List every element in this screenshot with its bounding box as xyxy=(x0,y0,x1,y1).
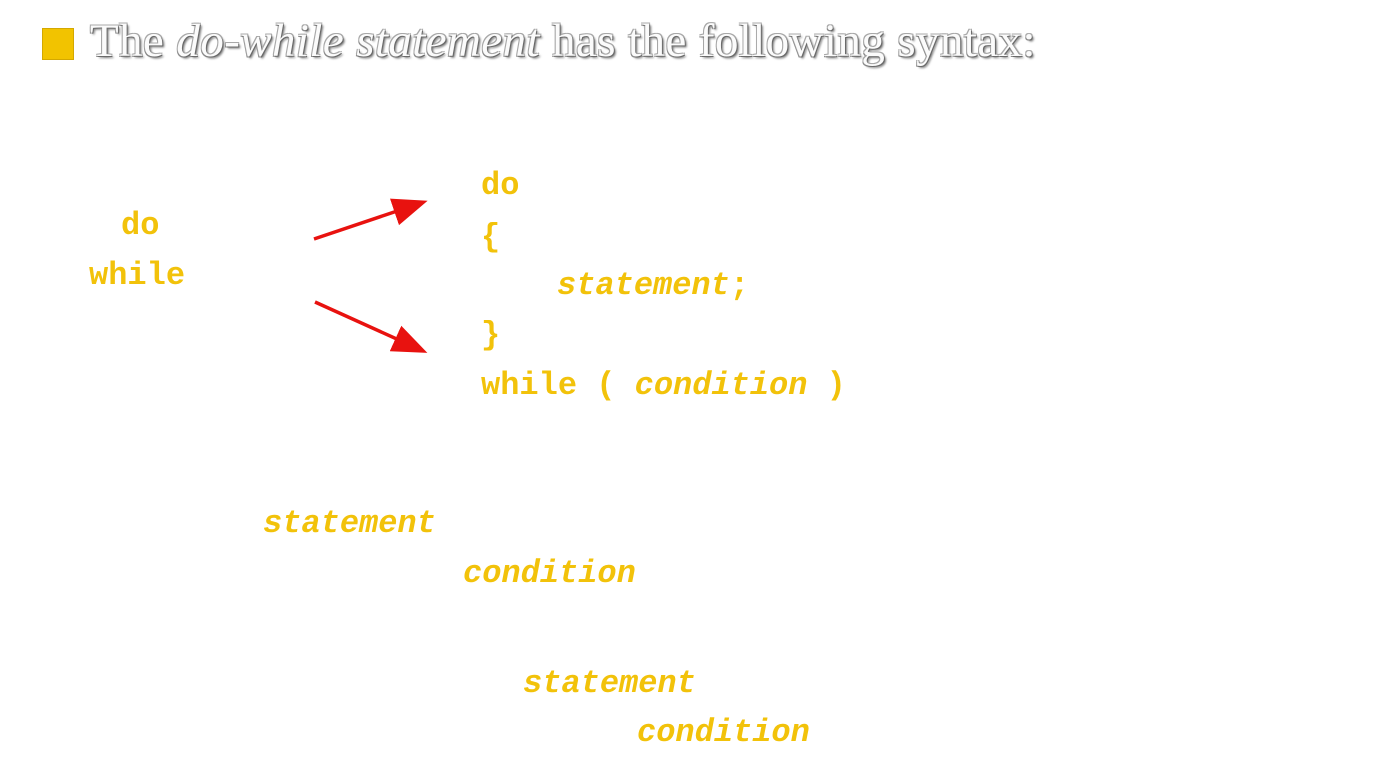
syntax-while-line: while ( condition ) xyxy=(481,370,846,402)
heading-prefix: The xyxy=(90,15,177,67)
syntax-close-brace: } xyxy=(481,317,501,354)
heading-suffix: has the following syntax: xyxy=(539,15,1036,67)
syntax-paren-close: ) xyxy=(807,367,846,404)
syntax-paren-open: ( xyxy=(577,367,635,404)
note-statement-2: statement xyxy=(523,665,696,702)
left-keyword-while: while xyxy=(89,257,186,294)
arrow-icon xyxy=(314,300,428,353)
heading-italic: do-while statement xyxy=(176,15,540,67)
syntax-condition: condition xyxy=(634,367,808,404)
bullet-square-icon xyxy=(42,28,74,60)
syntax-semicolon: ; xyxy=(729,267,750,304)
syntax-statement-line: statement; xyxy=(557,270,749,302)
syntax-statement: statement xyxy=(557,267,730,304)
note-statement-1: statement xyxy=(263,505,436,542)
arrow-icon xyxy=(313,198,428,241)
note-condition-1: condition xyxy=(463,555,636,592)
syntax-while: while xyxy=(481,367,578,404)
left-keyword-do: do xyxy=(121,207,160,244)
syntax-do: do xyxy=(481,167,520,204)
bullet-point: The do-while statement has the following… xyxy=(42,14,1036,68)
slide-heading: The do-while statement has the following… xyxy=(90,14,1036,68)
note-condition-2: condition xyxy=(637,714,810,751)
syntax-open-brace: { xyxy=(481,219,501,256)
